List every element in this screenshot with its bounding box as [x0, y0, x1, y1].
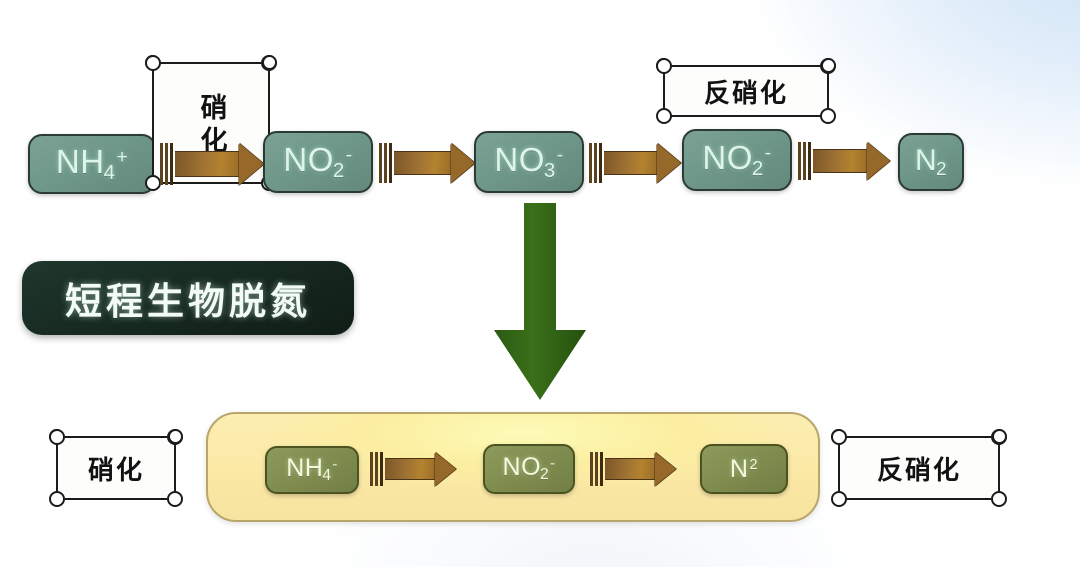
bracket-notch-icon: [145, 175, 161, 191]
bracket-notch-icon: [991, 429, 1007, 445]
arrow-shaft-icon: [605, 458, 655, 480]
arrow-head-icon: [435, 452, 456, 486]
label-nitrification-bottom: 硝化: [49, 429, 183, 507]
bracket-notch-icon: [656, 108, 672, 124]
node-n2-bottom-formula: N2: [729, 454, 759, 483]
label-nitrification-bottom-text: 硝化: [87, 455, 144, 486]
node-no2-minus-2: NO2-: [682, 129, 792, 191]
down-arrow-icon: [494, 203, 586, 400]
bracket-notch-icon: [831, 491, 847, 507]
bracket-notch-icon: [167, 491, 183, 507]
arrow-shaft-icon: [604, 150, 657, 176]
node-no3-minus-formula: NO3-: [494, 140, 564, 182]
arrow-head-icon: [655, 452, 676, 486]
bracket-notch-icon: [820, 108, 836, 124]
arrow-shaft-icon: [813, 149, 867, 173]
arrow-shaft-icon: [394, 150, 451, 176]
arrow-tail-icon: [379, 143, 394, 183]
arrow-tail-icon: [160, 143, 175, 185]
arrow-tail-icon: [370, 452, 385, 486]
arrow-no3-to-no2: [589, 143, 681, 183]
node-n2: N2: [898, 133, 964, 191]
bracket-notch-icon: [656, 58, 672, 74]
arrow-head-icon: [451, 143, 475, 183]
arrow-tail-icon: [590, 452, 605, 486]
arrow-nh4-to-no2: [160, 143, 264, 185]
node-nh4-plus: NH4+: [28, 134, 156, 194]
bracket-notch-icon: [261, 55, 277, 71]
bracket-notch-icon: [49, 491, 65, 507]
bracket-notch-icon: [831, 429, 847, 445]
node-no2-bottom-formula: NO2-: [502, 453, 556, 484]
arrow-tail-icon: [798, 142, 813, 180]
arrow-tail-icon: [589, 143, 604, 183]
node-no2-bottom: NO2-: [483, 444, 575, 494]
arrow-shaft-icon: [175, 151, 239, 177]
node-nh4-bottom-formula: NH4-: [286, 454, 338, 485]
arrow-no2-to-n2: [798, 142, 890, 180]
label-denitrification-top-text: 反硝化: [703, 78, 788, 109]
bracket-notch-icon: [145, 55, 161, 71]
arrow-head-icon: [867, 142, 890, 180]
arrow-head-icon: [239, 143, 264, 185]
headline-short-cut-nitrogen-removal: 短程生物脱氮: [22, 261, 354, 335]
node-nh4-bottom: NH4-: [265, 446, 359, 494]
node-no2-minus-1: NO2-: [263, 131, 373, 193]
arrow-no2-to-no3: [379, 143, 475, 183]
node-no3-minus: NO3-: [474, 131, 584, 193]
headline-text: 短程生物脱氮: [65, 280, 311, 323]
arrow-bottom-no2-to-n2: [590, 452, 676, 486]
node-nh4-plus-formula: NH4+: [55, 142, 129, 184]
bracket-notch-icon: [991, 491, 1007, 507]
node-no2-minus-1-formula: NO2-: [283, 140, 353, 182]
arrow-shaft-icon: [385, 458, 435, 480]
bracket-notch-icon: [167, 429, 183, 445]
node-n2-bottom: N2: [700, 444, 788, 494]
label-denitrification-bottom-text: 反硝化: [876, 455, 961, 486]
node-n2-formula: N2: [914, 143, 947, 179]
bracket-notch-icon: [820, 58, 836, 74]
label-denitrification-bottom: 反硝化: [831, 429, 1007, 507]
node-no2-minus-2-formula: NO2-: [702, 138, 772, 180]
label-denitrification-top: 反硝化: [656, 58, 836, 124]
label-nitrification-top-text: 硝化: [195, 93, 227, 159]
arrow-head-icon: [657, 143, 681, 183]
bracket-notch-icon: [49, 429, 65, 445]
arrow-bottom-nh4-to-no2: [370, 452, 456, 486]
